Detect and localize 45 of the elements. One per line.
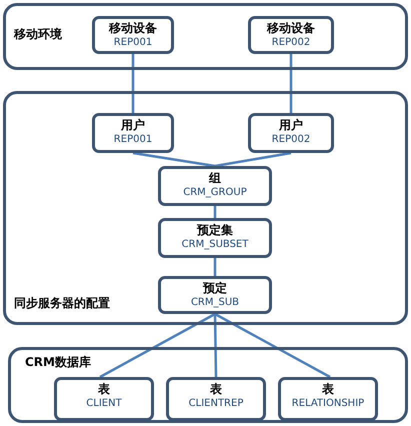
entity-box xyxy=(248,113,334,153)
entity-box xyxy=(54,377,154,421)
box-title: 用户 xyxy=(120,118,146,133)
entity-box xyxy=(158,218,272,258)
connector-line xyxy=(214,152,292,168)
entity-box xyxy=(166,377,266,421)
box-code: REP001 xyxy=(112,36,154,50)
box-title: 表 xyxy=(97,382,111,397)
connector-line xyxy=(214,314,218,378)
connector-line xyxy=(132,152,216,168)
box-code: CRM_SUB xyxy=(190,296,240,310)
group-title: 移动环境 xyxy=(14,26,62,43)
entity-box xyxy=(158,166,272,206)
connector-line xyxy=(99,312,216,378)
box-title: 预定集 xyxy=(196,223,234,238)
entity-box xyxy=(92,113,174,153)
box-code: CLIENTREP xyxy=(188,397,244,411)
group-title: 同步服务器的配置 xyxy=(14,295,110,312)
connector-line xyxy=(214,206,216,218)
box-title: 组 xyxy=(208,171,222,186)
connector-line xyxy=(290,54,292,113)
entity-box xyxy=(92,16,174,54)
connector-line xyxy=(132,54,134,113)
box-title: 用户 xyxy=(278,118,304,133)
box-code: CLIENT xyxy=(85,397,123,411)
group-title: CRM数据库 xyxy=(25,354,91,371)
entity-box xyxy=(158,276,272,314)
box-title: 预定 xyxy=(202,281,228,296)
connector-line xyxy=(214,312,331,378)
box-code: CRM_GROUP xyxy=(182,186,248,200)
box-code: REP001 xyxy=(112,133,154,147)
box-code: RELATIONSHIP xyxy=(290,397,366,411)
box-code: REP002 xyxy=(270,36,312,50)
entity-box xyxy=(248,16,334,54)
box-code: CRM_SUBSET xyxy=(180,238,250,252)
box-title: 表 xyxy=(209,382,223,397)
box-title: 移动设备 xyxy=(108,21,158,36)
entity-box xyxy=(278,377,378,421)
connector-line xyxy=(214,258,216,276)
group-container xyxy=(3,3,408,70)
box-code: REP002 xyxy=(270,133,312,147)
group-container xyxy=(3,91,408,325)
group-container xyxy=(8,347,408,423)
box-title: 移动设备 xyxy=(266,21,316,36)
box-title: 表 xyxy=(321,382,335,397)
